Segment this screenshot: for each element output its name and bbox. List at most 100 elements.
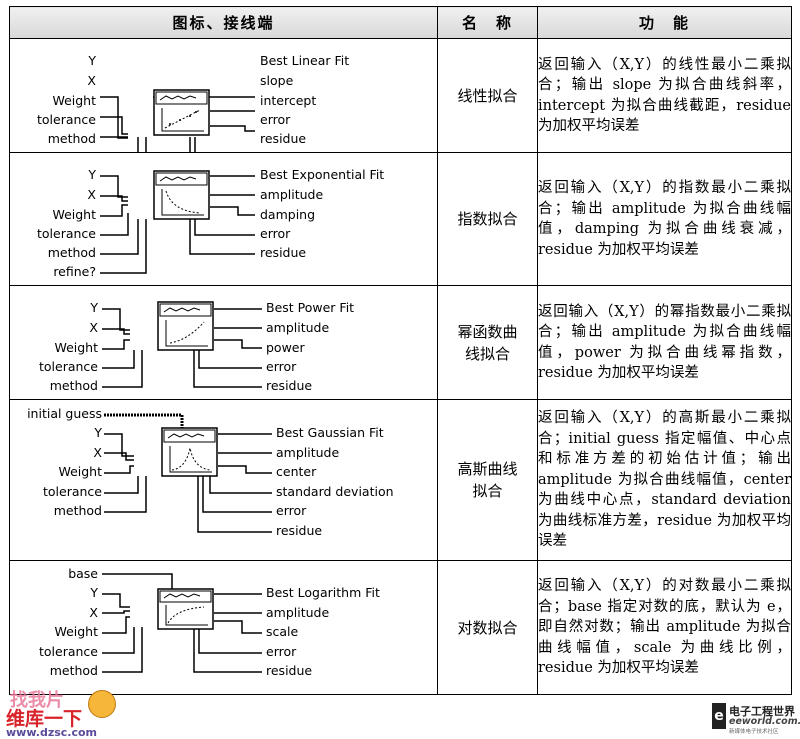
input-label: tolerance xyxy=(37,226,96,241)
function-name: 幂函数曲线拟合 xyxy=(437,285,538,400)
header-function: 功 能 xyxy=(537,6,792,39)
output-label: scale xyxy=(266,624,299,639)
function-name: 线性拟合 xyxy=(437,38,538,153)
eeworld-watermark: e 电子工程世界 eeworld.com.cn 新媒体电子技术社区 xyxy=(712,703,800,735)
eeworld-tagline: 新媒体电子技术社区 xyxy=(729,729,779,735)
eeworld-logo-icon: e xyxy=(712,703,726,729)
input-label: tolerance xyxy=(37,112,96,127)
output-label: amplitude xyxy=(260,187,324,202)
input-label: tolerance xyxy=(39,359,98,374)
output-label: center xyxy=(276,464,317,479)
input-label: X xyxy=(93,445,102,460)
output-label: Best Linear Fit xyxy=(260,53,350,68)
output-label: intercept xyxy=(260,93,317,108)
vi-icon-cell: initial guess Y X Weight tolerance metho… xyxy=(9,399,438,561)
vi-labels-linear: Y X Weight tolerance method Best Linear … xyxy=(10,39,438,152)
input-label: X xyxy=(87,73,96,88)
watermark-slogan: 找我片 xyxy=(10,690,64,711)
output-label: amplitude xyxy=(276,445,340,460)
function-name: 对数拟合 xyxy=(437,560,538,695)
output-label: amplitude xyxy=(266,320,330,335)
input-label: tolerance xyxy=(43,484,102,499)
input-label: X xyxy=(87,187,96,202)
header-name: 名 称 xyxy=(437,6,538,39)
function-name-text: 幂函数曲线拟合 xyxy=(457,322,518,363)
input-label: Weight xyxy=(58,464,102,479)
vi-icon-cell: Y X Weight tolerance method refine? Best… xyxy=(9,152,438,286)
header-icon-terminal: 图标、接线端 xyxy=(9,6,438,39)
input-label: Weight xyxy=(52,93,96,108)
output-label: standard deviation xyxy=(276,484,394,499)
vi-icon-cell: base Y X Weight tolerance method Best Lo… xyxy=(9,560,438,695)
output-label: error xyxy=(276,503,307,518)
input-label: Y xyxy=(94,425,102,440)
function-description: 返回输入（X,Y）的幂指数最小二乘拟合；输出 amplitude 为拟合曲线幅值… xyxy=(537,285,792,400)
output-label: error xyxy=(260,226,291,241)
input-label: initial guess xyxy=(27,406,102,421)
function-name: 指数拟合 xyxy=(437,152,538,286)
output-label: Best Power Fit xyxy=(266,300,355,315)
watermark-url: www.dzsc.com xyxy=(6,726,98,739)
vi-icon-cell: Y X Weight tolerance method Best Linear … xyxy=(9,38,438,153)
dzsc-watermark: 找我片 维库一下 www.dzsc.com xyxy=(2,686,132,739)
input-label: method xyxy=(49,378,98,393)
output-label: Best Exponential Fit xyxy=(260,167,385,182)
exponential-fit-vi-diagram xyxy=(100,170,255,274)
input-label: tolerance xyxy=(39,644,98,659)
function-name: 高斯曲线拟合 xyxy=(437,399,538,561)
table-row-power-fit: Y X Weight tolerance method Best Power F… xyxy=(9,285,792,400)
input-label: Weight xyxy=(54,340,98,355)
function-name-text: 高斯曲线拟合 xyxy=(457,460,518,500)
output-label: error xyxy=(260,112,291,127)
input-label: X xyxy=(89,320,98,335)
output-label: power xyxy=(266,340,305,355)
output-label: residue xyxy=(266,663,313,678)
function-description: 返回输入（X,Y）的指数最小二乘拟合；输出 amplitude 为拟合曲线幅值，… xyxy=(537,152,792,286)
function-description: 返回输入（X,Y）的线性最小二乘拟合；输出 slope 为拟合曲线斜率，inte… xyxy=(537,38,792,153)
power-fit-vi-diagram xyxy=(102,301,262,388)
input-label: Y xyxy=(88,53,96,68)
output-label: residue xyxy=(260,245,307,260)
input-label: method xyxy=(53,503,102,518)
vi-labels-gaussian: initial guess Y X Weight tolerance metho… xyxy=(10,400,438,560)
output-label: Best Gaussian Fit xyxy=(276,425,384,440)
mascot-icon xyxy=(88,690,116,718)
output-label: slope xyxy=(260,73,294,88)
input-label: method xyxy=(49,663,98,678)
vi-icon-cell: Y X Weight tolerance method Best Power F… xyxy=(9,285,438,400)
output-label: residue xyxy=(266,378,313,393)
table-row-exponential-fit: Y X Weight tolerance method refine? Best… xyxy=(9,152,792,286)
output-label: Best Logarithm Fit xyxy=(266,585,380,600)
input-label: X xyxy=(89,605,98,620)
watermark-brand: 维库一下 xyxy=(6,708,83,730)
input-label: method xyxy=(47,245,96,260)
linear-fit-vi-diagram xyxy=(100,89,255,152)
output-label: amplitude xyxy=(266,605,330,620)
eeworld-url: eeworld.com.cn xyxy=(729,716,800,727)
vi-labels-logarithm: base Y X Weight tolerance method Best Lo… xyxy=(10,561,438,694)
output-label: residue xyxy=(276,523,323,538)
vi-function-table: 图标、接线端 名 称 功 能 xyxy=(9,6,792,695)
table-row-gaussian-fit: initial guess Y X Weight tolerance metho… xyxy=(9,399,792,561)
gaussian-fit-vi-diagram xyxy=(104,413,272,533)
output-label: error xyxy=(266,359,297,374)
eeworld-name: 电子工程世界 xyxy=(729,705,795,718)
input-label: method xyxy=(47,131,96,146)
vi-labels-exponential: Y X Weight tolerance method refine? Best… xyxy=(10,153,438,285)
table-row-linear-fit: Y X Weight tolerance method Best Linear … xyxy=(9,38,792,153)
input-label: base xyxy=(68,566,98,581)
table-header-row: 图标、接线端 名 称 功 能 xyxy=(9,6,792,39)
input-label: Y xyxy=(90,300,98,315)
input-label: Weight xyxy=(54,624,98,639)
logarithm-fit-vi-diagram xyxy=(102,573,262,673)
input-label: Y xyxy=(90,585,98,600)
output-label: error xyxy=(266,644,297,659)
input-label: refine? xyxy=(53,264,96,279)
vi-labels-power: Y X Weight tolerance method Best Power F… xyxy=(10,286,438,399)
output-label: residue xyxy=(260,131,307,146)
input-label: Weight xyxy=(52,207,96,222)
function-description: 返回输入（X,Y）的高斯最小二乘拟合；initial guess 指定幅值、中心… xyxy=(537,399,792,561)
output-label: damping xyxy=(260,207,316,222)
function-description: 返回输入（X,Y）的对数最小二乘拟合；base 指定对数的底，默认为 e，即自然… xyxy=(537,560,792,695)
table-row-logarithm-fit: base Y X Weight tolerance method Best Lo… xyxy=(9,560,792,695)
